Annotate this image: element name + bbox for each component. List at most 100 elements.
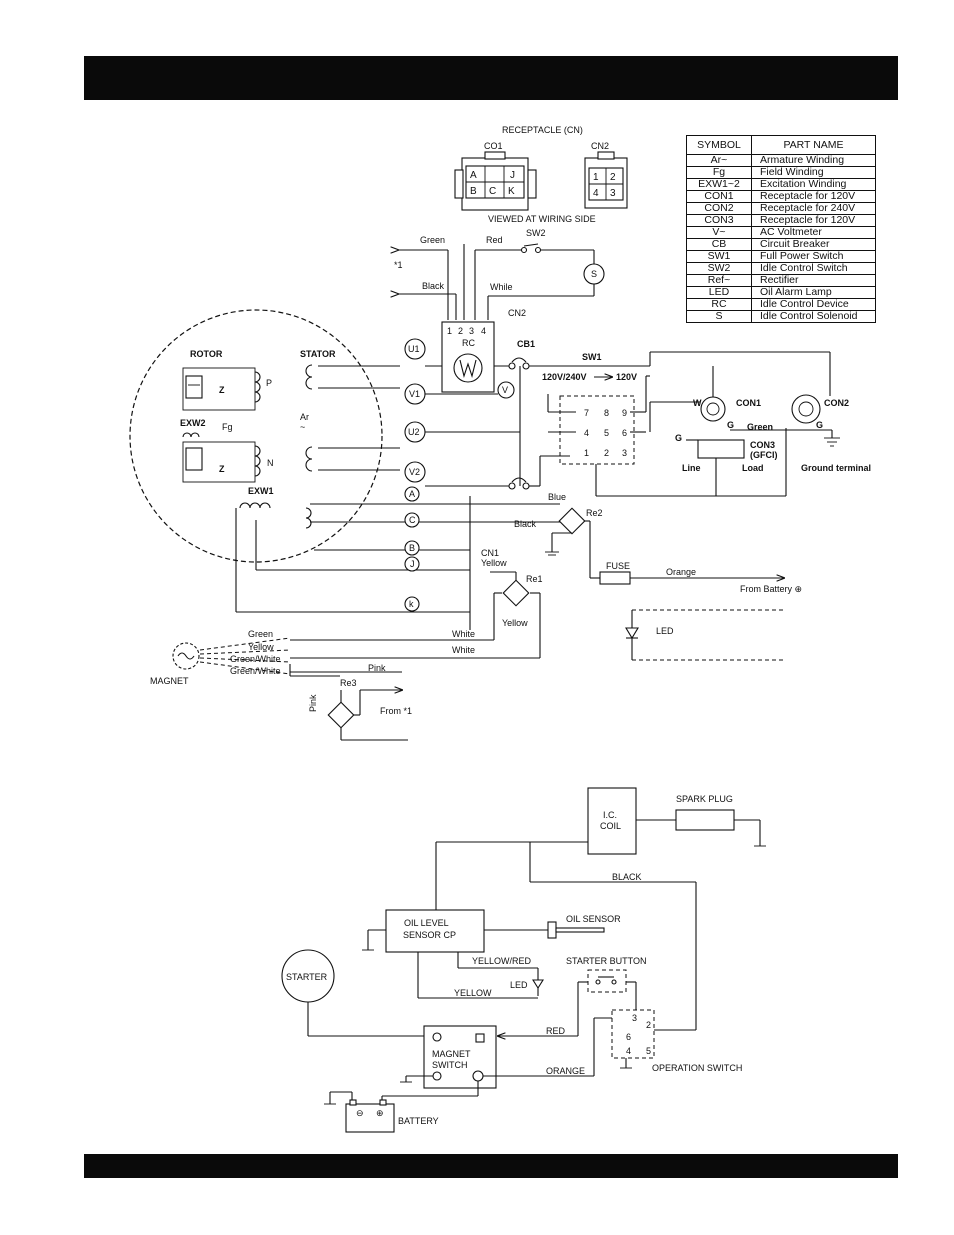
magnet-switch-label: MAGNET — [432, 1049, 471, 1059]
co1-pin-j: J — [510, 170, 515, 181]
wire-orange-label: Orange — [666, 567, 696, 577]
terminal-u2: U2 — [408, 427, 420, 437]
receptacle-cn: RECEPTACLE (CN) CO1 CN2 A J B C K 1 2 4 … — [454, 125, 628, 224]
cb1-label: CB1 — [517, 339, 535, 349]
re1-label: Re1 — [526, 574, 543, 584]
ic-coil-label-2: COIL — [600, 821, 621, 831]
yellow-red-label: YELLOW/RED — [472, 956, 532, 966]
rectifier-re2 — [558, 507, 586, 535]
sw2-label: SW2 — [526, 228, 546, 238]
exw1-label: EXW1 — [248, 486, 274, 496]
ic-coil — [587, 787, 637, 855]
part-name-cell: Armature Winding — [751, 154, 876, 167]
terminal-u1: U1 — [408, 344, 420, 354]
engine-wiring: I.C. COIL SPARK PLUG BLACK OIL LEVEL SEN… — [281, 787, 766, 1133]
part-name-cell: Full Power Switch — [751, 250, 876, 263]
rotor-diode-lower — [185, 447, 203, 471]
gfci-label: (GFCI) — [750, 450, 778, 460]
part-name-cell: Idle Control Device — [751, 298, 876, 311]
con3-g-label: G — [675, 433, 682, 443]
magnet-symbol — [172, 642, 200, 670]
rotor-n-label: N — [267, 458, 274, 468]
operation-switch — [611, 1009, 655, 1059]
symbol-cell: V~ — [686, 226, 752, 239]
sw-pin-8: 8 — [604, 408, 609, 418]
co1-label: CO1 — [484, 141, 503, 151]
green-wire-label: Green — [747, 422, 773, 432]
line-label: Line — [682, 463, 701, 473]
magnet-yellow-label: Yellow — [248, 642, 274, 652]
co1-pin-k: K — [508, 186, 515, 197]
sw-pin-3: 3 — [622, 448, 627, 458]
load-label: Load — [742, 463, 764, 473]
magnet-green-white-2: Green/White — [230, 666, 281, 676]
generator-section: ROTOR STATOR Z P EXW2 Fg Z N Ar ~ EXW1 — [129, 309, 383, 563]
led-engine-label: LED — [510, 980, 528, 990]
sw1-label: SW1 — [582, 352, 602, 362]
rectifier-re3 — [327, 701, 355, 729]
rc-pin-3: 3 — [469, 326, 474, 336]
magnet-label: MAGNET — [150, 676, 189, 686]
con1-g-label: G — [727, 420, 734, 430]
oil-level-sensor-cp — [385, 909, 485, 953]
black-label: BLACK — [612, 872, 642, 882]
zener-upper-label: Z — [219, 385, 225, 395]
letter-c: C — [409, 515, 416, 525]
rectifier-re1 — [502, 579, 530, 607]
operation-switch-label: OPERATION SWITCH — [652, 1063, 742, 1073]
rotor-label: ROTOR — [190, 349, 223, 359]
cn2-pin-4: 4 — [593, 188, 599, 199]
stator-label: STATOR — [300, 349, 336, 359]
battery-label: BATTERY — [398, 1116, 439, 1126]
oil-level-label: OIL LEVEL — [404, 918, 449, 928]
sw-pin-2: 2 — [604, 448, 609, 458]
rc-label: RC — [462, 338, 475, 348]
part-name-cell: Field Winding — [751, 166, 876, 179]
selector-switch — [559, 395, 635, 465]
symbol-cell: Fg — [686, 166, 752, 179]
sw-pin-5: 5 — [604, 428, 609, 438]
con3-label: CON3 — [750, 440, 775, 450]
receptacle-title: RECEPTACLE (CN) — [502, 125, 583, 135]
wire-while-label: While — [490, 282, 513, 292]
letter-k: k — [409, 599, 414, 609]
con3-gfci — [697, 439, 745, 459]
fuse-label: FUSE — [606, 561, 630, 571]
terminal-v2: V2 — [409, 467, 420, 477]
starter-button — [587, 969, 627, 993]
cn2-label: CN2 — [591, 141, 609, 151]
terminal-v1: V1 — [409, 389, 420, 399]
oil-sensor — [547, 921, 557, 939]
excitation-section: Blue Black Re2 FUSE Orange From Battery … — [150, 492, 802, 741]
symbol-cell: SW2 — [686, 262, 752, 275]
footer-bar — [84, 1154, 898, 1178]
co1-pin-c: C — [489, 186, 496, 197]
battery — [345, 1103, 395, 1133]
red-label: RED — [546, 1026, 566, 1036]
cn2-wire-label: CN2 — [508, 308, 526, 318]
sw-pin-6: 6 — [622, 428, 627, 438]
part-name-cell: Receptacle for 120V — [751, 214, 876, 227]
co1-pin-b: B — [470, 186, 477, 197]
co1-pin-a: A — [470, 170, 477, 181]
part-name-cell: Idle Control Solenoid — [751, 310, 876, 323]
cn2-pin-1: 1 — [593, 172, 599, 183]
magnet-green-white-1: Green/White — [230, 654, 281, 664]
pink-label: Pink — [368, 663, 386, 673]
con2-receptacle — [791, 394, 821, 424]
part-name-cell: Rectifier — [751, 274, 876, 287]
letter-b: B — [409, 543, 415, 553]
starter-button-label: STARTER BUTTON — [566, 956, 647, 966]
svg-text:V: V — [502, 385, 508, 395]
part-name-cell: Excitation Winding — [751, 178, 876, 191]
cn2-pin-3: 3 — [610, 188, 616, 199]
cn1-yellow-label: Yellow — [481, 558, 507, 568]
rc-pin-1: 1 — [447, 326, 452, 336]
wire-black2-label: Black — [514, 519, 537, 529]
rc-pin-4: 4 — [481, 326, 486, 336]
sw-pin-4: 4 — [584, 428, 589, 438]
starter-label: STARTER — [286, 972, 328, 982]
